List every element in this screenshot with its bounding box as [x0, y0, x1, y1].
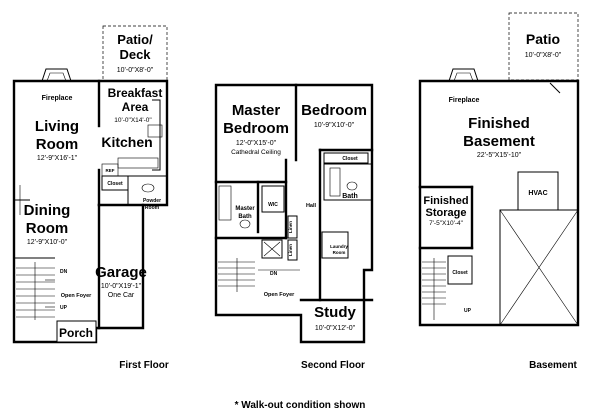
unexcavated-area: [499, 209, 579, 326]
basement-caption: Basement: [529, 360, 577, 371]
master-bedroom-label-2: Bedroom: [223, 120, 289, 137]
open-foyer-label: Open Foyer: [264, 292, 295, 298]
powder-room-outline: [127, 175, 168, 206]
footnote: * Walk-out condition shown: [235, 400, 366, 411]
powder-room-label-1: Powder: [143, 198, 161, 204]
bath-toilet: [346, 181, 358, 191]
kitchen-counter: [152, 99, 161, 171]
master-tub: [218, 185, 232, 221]
fireplace-label: Fireplace: [42, 95, 73, 102]
stairs: [422, 258, 446, 320]
powder-room-label-2: Room: [145, 205, 160, 211]
garage-dims: 10'-0"X19'-1": [101, 283, 142, 290]
closet-outline: [447, 255, 473, 285]
linen-closet-b: [287, 239, 298, 261]
first-floor-caption: First Floor: [119, 360, 169, 371]
stair-landing-box: [261, 239, 283, 259]
master-bedroom-label-1: Master: [232, 102, 281, 119]
linen-closet-a: [287, 215, 298, 239]
linen-label-a: Linen: [288, 221, 293, 233]
living-room-dims: 12'-9"X16'-1": [37, 155, 78, 162]
living-room-label-1: Living: [35, 118, 79, 135]
patio-deck-dims: 10'-0"X8'-0": [117, 67, 154, 74]
second-floor-caption: Second Floor: [301, 360, 365, 371]
wic-outline: [261, 185, 285, 213]
unexcavated-cross: [499, 209, 579, 326]
hvac-label: HVAC: [528, 190, 547, 197]
finished-basement-dims: 22'-5"X15'-10": [477, 152, 522, 159]
basement-plan: Patio 10'-0"X8'-0" Fireplace Finished Ba…: [418, 12, 580, 371]
kitchen-label: Kitchen: [101, 134, 152, 150]
master-bath-label-2: Bath: [238, 214, 252, 220]
stairs: [16, 262, 55, 320]
hall-label: Hall: [306, 203, 317, 209]
garage-note: One Car: [108, 292, 135, 299]
porch-outline: [56, 320, 97, 343]
fireplace-label: Fireplace: [449, 97, 480, 104]
garage-label: Garage: [95, 264, 147, 281]
study-dims: 10'-0"X12'-0": [315, 325, 356, 332]
finished-basement-label-1: Finished: [468, 115, 530, 132]
bedroom-closet-label: Closet: [342, 156, 358, 162]
first-floor-plan: Patio/ Deck 10'-0"X8'-0" Fireplace Livin…: [12, 25, 169, 371]
up-label: UP: [60, 305, 68, 311]
bath-tub: [329, 167, 341, 197]
study-label: Study: [314, 304, 356, 321]
dn-label: DN: [60, 269, 68, 275]
powder-toilet: [141, 183, 155, 193]
bedroom-label: Bedroom: [301, 102, 367, 119]
master-bath-label-1: Master: [235, 206, 255, 212]
bedroom-dims: 10'-9"X10'-0": [314, 122, 355, 129]
patio-label: Patio: [526, 31, 560, 47]
dn-label: DN: [270, 271, 278, 277]
laundry-outline: [321, 231, 349, 259]
dining-room-label-1: Dining: [24, 202, 71, 219]
second-floor-plan: Master Bedroom 12'-0"X15'-0" Cathedral C…: [214, 83, 374, 371]
finished-storage-label-1: Finished: [423, 195, 468, 207]
ref-label: REF: [106, 168, 115, 173]
closet-label: Closet: [107, 181, 123, 187]
breakfast-area-dims: 10'-0"X14'-0": [114, 117, 152, 124]
fireplace-outline: [448, 68, 479, 82]
bedroom-closet-outline: [323, 152, 369, 164]
finished-basement-label-2: Basement: [463, 133, 535, 150]
kitchen-island: [117, 157, 159, 169]
fireplace-inner: [453, 72, 474, 82]
breakfast-area-label-1: Breakfast: [108, 86, 163, 100]
stairs: [218, 258, 255, 292]
kitchen-sink: [147, 124, 163, 138]
bath-outline: [323, 163, 373, 201]
patio-dims: 10'-0"X8'-0": [525, 52, 562, 59]
patio-deck-label-1: Patio/: [117, 32, 153, 47]
living-room-label-2: Room: [36, 136, 79, 153]
up-label: UP: [464, 308, 472, 314]
fireplace-outline: [41, 68, 72, 82]
master-bedroom-dims: 12'-0"X15'-0": [236, 140, 277, 147]
closet-label: Closet: [452, 270, 468, 276]
finished-storage-dims: 7'-5"X10'-4": [429, 220, 464, 227]
dining-room-dims: 12'-9"X10'-0": [27, 239, 68, 246]
laundry-room-label-2: Room: [333, 250, 346, 255]
linen-label-b: Linen: [288, 244, 293, 256]
fireplace-inner: [46, 72, 67, 82]
dining-room-label-2: Room: [26, 220, 69, 237]
landing-cross: [263, 241, 281, 257]
patio-deck-label-2: Deck: [119, 47, 151, 62]
wic-label: WIC: [268, 202, 278, 208]
corner-mark: [549, 82, 561, 94]
finished-storage-label-2: Storage: [426, 207, 467, 219]
open-foyer-label: Open Foyer: [61, 293, 92, 299]
laundry-room-label-1: Laundry: [330, 244, 348, 249]
master-bedroom-note: Cathedral Ceiling: [231, 149, 281, 156]
breakfast-area-label-2: Area: [122, 100, 149, 114]
second-floor-outer-wall: [214, 83, 374, 344]
master-toilet: [239, 219, 251, 229]
first-floor-outer-wall: [12, 79, 169, 344]
porch-label: Porch: [59, 326, 93, 340]
bath-label: Bath: [342, 193, 358, 200]
